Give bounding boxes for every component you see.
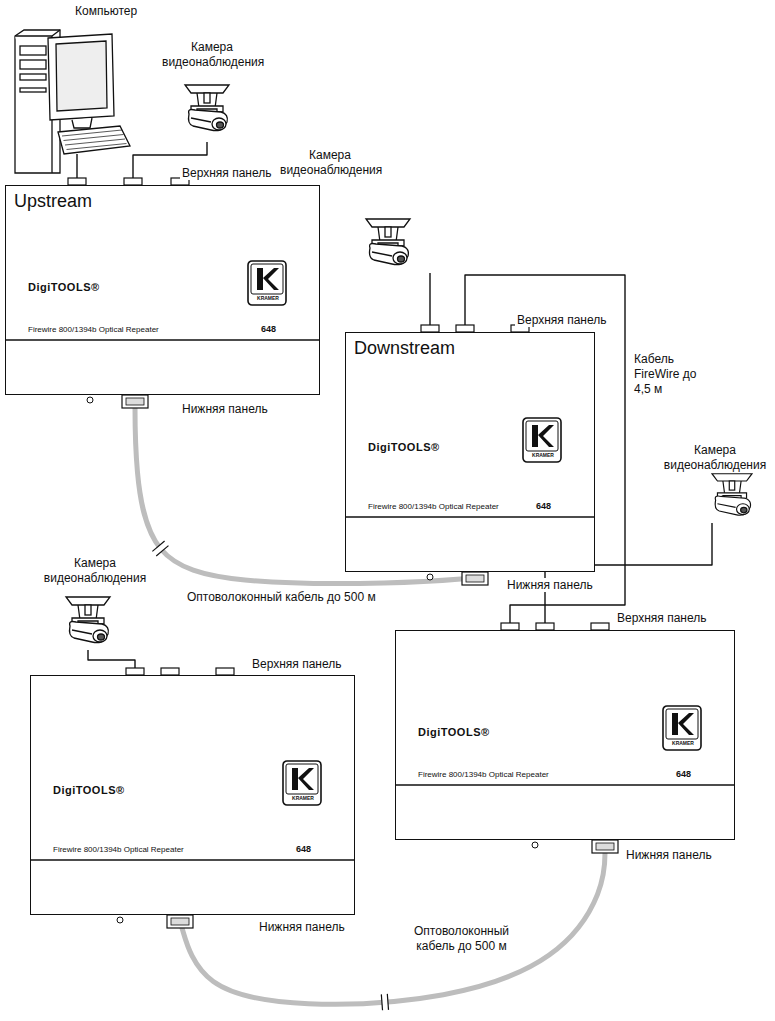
repeater-box: DownstreamDigiTOOLS® Firewire 800/1394b O… <box>345 332 595 572</box>
camera-icon <box>358 216 418 271</box>
box-kr: KRAMER <box>524 453 562 459</box>
box-head: Upstream <box>14 192 92 212</box>
repeater-box: DigiTOOLS® Firewire 800/1394b Optical Rep… <box>395 630 735 840</box>
cable-break <box>152 541 168 556</box>
panel-label: Нижняя панель <box>505 578 595 592</box>
box-num: 648 <box>676 770 691 780</box>
camera-icon <box>177 82 237 137</box>
cable-label: Оптоволоконный кабель до 500 м <box>392 924 531 954</box>
camera-node: Камера видеонаблюдения <box>280 148 425 273</box>
box-digi: DigiTOOLS® <box>28 281 100 293</box>
computer-icon <box>12 4 152 173</box>
camera-node: Камера видеонаблюдения <box>162 40 262 142</box>
box-kr: KRAMER <box>249 296 287 302</box>
camera-label: Камера видеонаблюдения <box>40 556 150 586</box>
box-digi: DigiTOOLS® <box>368 441 440 453</box>
box-digi: DigiTOOLS® <box>418 726 490 738</box>
panel-label: Нижняя панель <box>257 920 347 934</box>
computer-node: Компьютер <box>12 4 152 173</box>
box-num: 648 <box>261 325 276 335</box>
repeater-box: DigiTOOLS® Firewire 800/1394b Optical Rep… <box>30 675 355 915</box>
camera-label: Камера видеонаблюдения <box>660 443 770 473</box>
box-fw: Firewire 800/1394b Optical Repeater <box>368 503 499 512</box>
box-num: 648 <box>536 502 551 512</box>
cable-label: Кабель FireWire до 4,5 м <box>632 352 716 397</box>
box-kr: KRAMER <box>664 741 702 747</box>
firewire-cable <box>429 273 430 332</box>
panel-label: Верхняя панель <box>250 657 344 671</box>
box-kr: KRAMER <box>284 796 322 802</box>
camera-label: Камера видеонаблюдения <box>280 148 380 178</box>
computer-label: Компьютер <box>75 4 152 19</box>
cable-label: Оптоволоконный кабель до 500 м <box>185 590 378 605</box>
panel-label: Верхняя панель <box>180 166 274 180</box>
camera-label: Камера видеонаблюдения <box>162 40 262 70</box>
camera-icon <box>58 594 118 649</box>
panel-label: Нижняя панель <box>624 848 714 862</box>
box-num: 648 <box>296 845 311 855</box>
cable-break <box>381 994 388 1010</box>
camera-node: Камера видеонаблюдения <box>660 443 772 523</box>
box-fw: Firewire 800/1394b Optical Repeater <box>28 326 159 335</box>
camera-node: Камера видеонаблюдения <box>40 556 150 650</box>
box-head: Downstream <box>354 339 455 359</box>
repeater-box: UpstreamDigiTOOLS® Firewire 800/1394b Opt… <box>5 185 320 395</box>
camera-icon <box>702 471 762 521</box>
panel-label: Верхняя панель <box>515 313 609 327</box>
panel-label: Нижняя панель <box>180 402 270 416</box>
panel-label: Верхняя панель <box>615 611 709 625</box>
box-fw: Firewire 800/1394b Optical Repeater <box>53 846 184 855</box>
box-fw: Firewire 800/1394b Optical Repeater <box>418 771 549 780</box>
box-digi: DigiTOOLS® <box>53 784 125 796</box>
